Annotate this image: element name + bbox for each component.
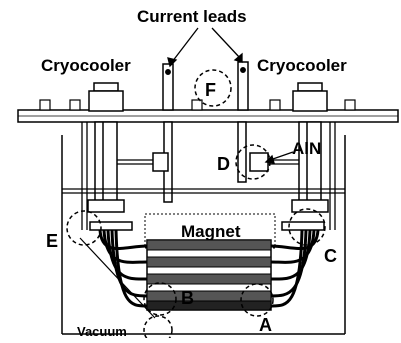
current-lead-terminals xyxy=(162,61,249,111)
label-cryocooler-left: Cryocooler xyxy=(41,56,131,75)
marker-letter-e: E xyxy=(46,231,58,251)
support-frame xyxy=(62,122,345,230)
marker-letter-f: F xyxy=(205,80,216,100)
marker-circle-b xyxy=(143,282,177,316)
marker-letter-d: D xyxy=(217,154,230,174)
marker-circle-vacuum xyxy=(143,315,173,343)
current-leads-internal xyxy=(152,121,269,203)
thermal-links-left xyxy=(98,229,148,308)
label-magnet: Magnet xyxy=(181,222,241,241)
top-plate xyxy=(17,99,399,123)
magnet-coil-stack xyxy=(146,239,272,311)
current-leads-arrows xyxy=(167,27,243,68)
vacuum-vessel xyxy=(61,135,346,335)
thermal-links-right xyxy=(270,229,320,308)
marker-circle-a xyxy=(240,283,274,317)
marker-circles xyxy=(66,69,326,343)
marker-letter-a: A xyxy=(259,315,272,335)
marker-circle-e xyxy=(66,210,102,246)
thermal-flanges xyxy=(89,221,325,231)
label-aln: AlN xyxy=(292,139,321,158)
label-current-leads: Current leads xyxy=(137,7,247,26)
label-cryocooler-right: Cryocooler xyxy=(257,56,347,75)
marker-circle-c xyxy=(288,208,326,246)
marker-circle-d xyxy=(235,144,271,180)
vacuum-pointer xyxy=(79,237,156,319)
label-vacuum: Vacuum xyxy=(77,324,127,338)
marker-circle-f xyxy=(194,69,232,107)
cryocooler-right xyxy=(291,82,329,213)
marker-letter-c: C xyxy=(324,246,337,266)
aln-arrow xyxy=(264,151,294,164)
marker-letter-b: B xyxy=(181,288,194,308)
cryocooler-left xyxy=(87,82,125,213)
